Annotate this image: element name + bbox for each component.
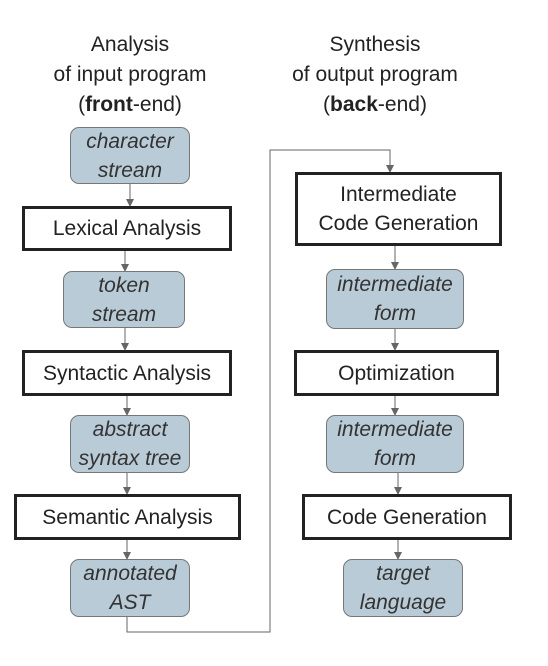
- semantic-analysis-node: Semantic Analysis: [14, 494, 241, 540]
- syntactic-analysis-node: Syntactic Analysis: [22, 350, 232, 396]
- optimization-node: Optimization: [294, 350, 499, 396]
- back-end-header-line2: of output program: [292, 63, 458, 86]
- front-end-header: Analysis of input program (front-end): [40, 30, 220, 120]
- arrow-frontend-to-backend: [126, 149, 394, 633]
- back-end-keyword: back: [330, 93, 378, 116]
- lexical-analysis-node: Lexical Analysis: [22, 206, 232, 251]
- front-end-header-line2: of input program: [53, 63, 207, 86]
- front-end-keyword: front: [85, 93, 133, 116]
- code-generation-node: Code Generation: [302, 494, 512, 540]
- back-end-header: Synthesis of output program (back-end): [270, 30, 480, 120]
- back-end-header-line1: Synthesis: [329, 33, 421, 56]
- front-end-header-line1: Analysis: [90, 33, 170, 56]
